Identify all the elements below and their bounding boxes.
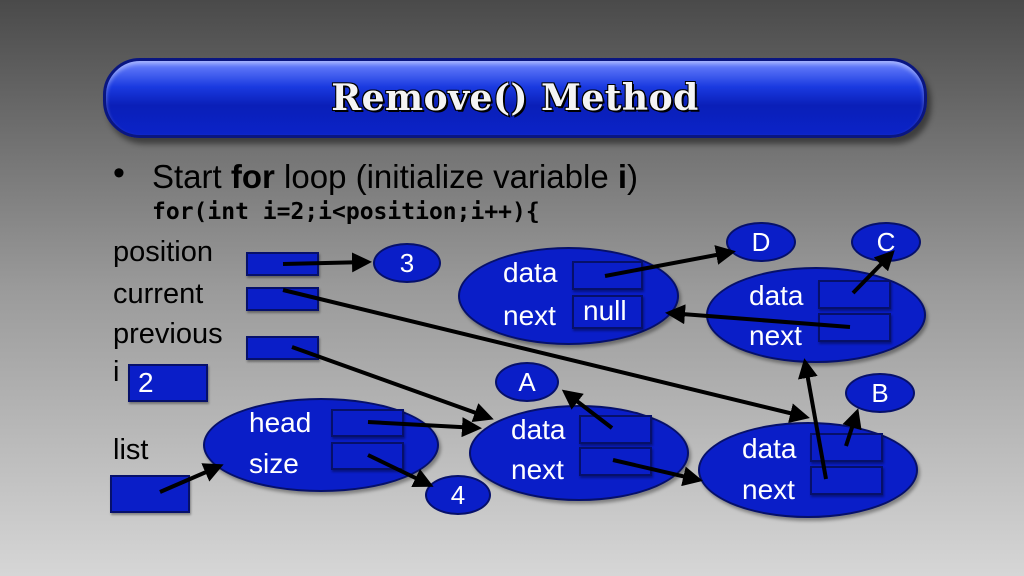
head-label: head bbox=[249, 407, 312, 438]
arrow-a-data-to-a bbox=[561, 389, 614, 430]
i-label: i bbox=[113, 356, 120, 388]
current-box bbox=[246, 287, 319, 311]
arrow-b-data-to-b bbox=[842, 408, 862, 447]
bullet-point: • bbox=[113, 154, 125, 192]
node-a-next-label: next bbox=[511, 454, 564, 485]
current-label: current bbox=[113, 278, 204, 310]
arrow-c-next-to-d bbox=[665, 304, 851, 329]
i-value: 2 bbox=[138, 367, 154, 398]
size-value: 4 bbox=[425, 475, 491, 515]
arrow-list-to-head bbox=[159, 463, 224, 494]
arrow-b-next-to-c bbox=[797, 358, 828, 480]
node-c-next-box bbox=[818, 313, 891, 342]
node-d-null-value: null bbox=[583, 295, 627, 326]
node-d-data-label: data bbox=[503, 257, 558, 288]
node-d-next-label: next bbox=[503, 300, 556, 331]
node-b-next-box bbox=[810, 466, 883, 495]
node-b-data-label: data bbox=[742, 433, 797, 464]
arrow-d-data-to-d bbox=[604, 245, 736, 278]
node-a-data-box bbox=[579, 415, 652, 444]
position-label: position bbox=[113, 236, 213, 268]
slide-title: Remove() Method bbox=[331, 77, 699, 119]
code-line: for(int i=2;i<position;i++){ bbox=[152, 199, 540, 225]
arrow-current-to-b bbox=[282, 288, 810, 423]
node-c-data-label: data bbox=[749, 280, 804, 311]
arrow-previous-to-a bbox=[291, 345, 494, 423]
position-box bbox=[246, 252, 319, 276]
list-box bbox=[110, 475, 190, 513]
node-letter-d: D bbox=[726, 222, 796, 262]
node-c-data-box bbox=[818, 280, 891, 309]
list-label: list bbox=[113, 434, 149, 466]
title-bar: Remove() Method bbox=[103, 58, 927, 138]
arrow-head-to-a bbox=[367, 417, 482, 438]
node-d-next-box: null bbox=[572, 295, 643, 329]
arrow-position-to-3 bbox=[282, 252, 372, 273]
arrow-c-data-to-c bbox=[851, 250, 895, 295]
node-letter-b: B bbox=[845, 373, 915, 413]
node-letter-a: A bbox=[495, 362, 559, 402]
size-label: size bbox=[249, 448, 299, 479]
arrow-size-to-4 bbox=[367, 453, 434, 488]
previous-box bbox=[246, 336, 319, 360]
i-box: 2 bbox=[128, 364, 208, 402]
bullet-text: Start for loop (initialize variable i) bbox=[152, 158, 639, 195]
node-c-next-label: next bbox=[749, 320, 802, 351]
arrow-a-next-to-b bbox=[612, 458, 703, 487]
previous-label: previous bbox=[113, 318, 223, 350]
node-a-data-label: data bbox=[511, 414, 566, 445]
position-value: 3 bbox=[373, 243, 441, 283]
node-b-next-label: next bbox=[742, 474, 795, 505]
